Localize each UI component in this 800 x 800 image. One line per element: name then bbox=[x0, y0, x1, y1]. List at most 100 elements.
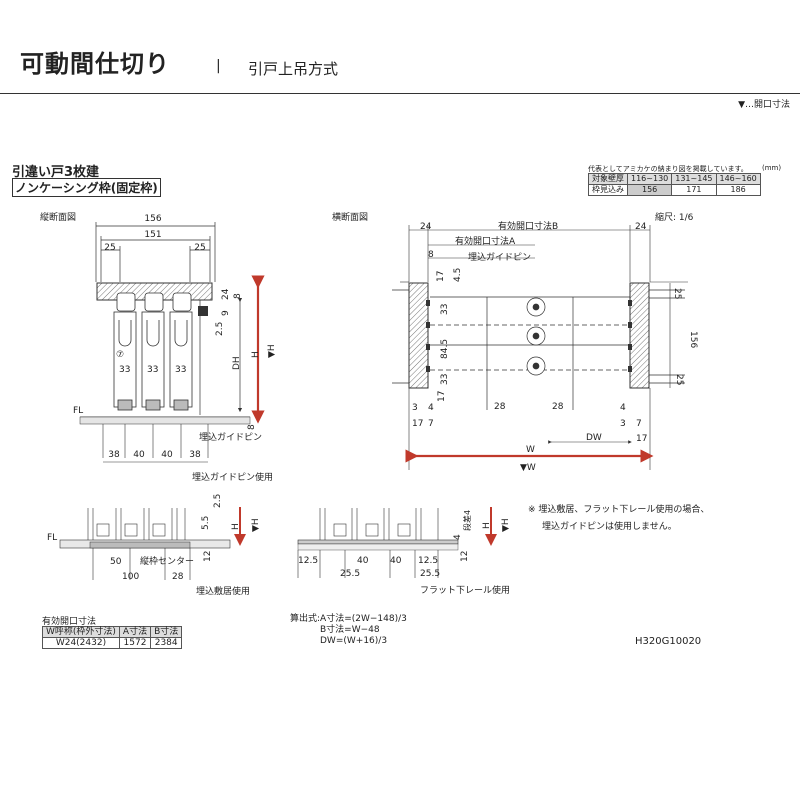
hdim-4-5: 4.5 bbox=[453, 268, 463, 282]
table-header: A寸法 bbox=[118, 626, 152, 638]
table-row: W呼称(枠外寸法) A寸法 B寸法 bbox=[42, 626, 183, 638]
dim-12: 12 bbox=[203, 551, 213, 562]
dim-vW: ▼W bbox=[520, 463, 536, 473]
table-cell: 2384 bbox=[150, 637, 183, 649]
page-subtitle: 引戸上吊方式 bbox=[248, 60, 339, 78]
dim-H: H bbox=[251, 351, 261, 358]
dim-100: 100 bbox=[122, 572, 139, 582]
dim-2-5: 2.5 bbox=[215, 322, 225, 336]
hdim-33-b: 33 bbox=[440, 374, 450, 385]
fl-label-2: FL bbox=[47, 533, 57, 543]
formula-b: B寸法=W−48 bbox=[320, 625, 380, 635]
dim-vH: ▼H bbox=[267, 344, 277, 358]
table-cell: 186 bbox=[715, 184, 761, 196]
table-cell: 171 bbox=[671, 184, 717, 196]
eff-dim-B: 有効開口寸法B bbox=[498, 220, 558, 232]
formula-dw: DW=(W+16)/3 bbox=[320, 636, 388, 646]
frame-center-label: 縦枠センター bbox=[140, 555, 194, 567]
dim-DH: DH bbox=[232, 356, 242, 370]
dim-28: 28 bbox=[172, 572, 184, 582]
guide-pin-use-caption: 埋込ガイドピン使用 bbox=[192, 471, 273, 483]
hdim-17-b: 17 bbox=[437, 391, 447, 402]
base-38-right: 38 bbox=[189, 450, 201, 460]
hdim-24-right: 24 bbox=[635, 222, 647, 232]
dim-4-flat: 4 bbox=[453, 534, 463, 540]
hdim-28-b: 28 bbox=[552, 402, 564, 412]
dim-9: 9 bbox=[221, 310, 231, 316]
formula-a: 算出式:A寸法=(2W−148)/3 bbox=[290, 614, 407, 624]
opening-table: W呼称(枠外寸法) A寸法 B寸法 W24(2432) 1572 2384 bbox=[42, 626, 183, 649]
page-title: 可動間仕切り bbox=[20, 50, 170, 78]
hdim-8: 8 bbox=[428, 250, 434, 260]
title-separator: | bbox=[216, 58, 221, 74]
dim-vH-3: ▼H bbox=[501, 518, 511, 532]
hdim-17: 17 bbox=[436, 271, 446, 282]
base-40-b: 40 bbox=[161, 450, 173, 460]
dim-2-5-b: 2.5 bbox=[213, 494, 223, 508]
table-cell: W24(2432) bbox=[42, 637, 120, 649]
base-40-a: 40 bbox=[133, 450, 145, 460]
table-row: 枠見込み 156 171 186 bbox=[588, 184, 761, 196]
drawing-code: H320G10020 bbox=[635, 636, 702, 647]
hdim-4: 4 bbox=[428, 403, 434, 413]
hdim-33-a: 33 bbox=[440, 304, 450, 315]
floor-label: FL bbox=[73, 406, 83, 416]
dim-24: 24 bbox=[221, 288, 231, 300]
dim-12-5-b: 12.5 bbox=[418, 556, 438, 566]
hdim-17-d: 17 bbox=[636, 434, 647, 444]
dim-40-b: 40 bbox=[390, 556, 402, 566]
table-header: B寸法 bbox=[150, 626, 183, 638]
dim-vH-2: ▼H bbox=[251, 518, 261, 532]
dim-W: W bbox=[526, 445, 535, 455]
note-line-2: 埋込ガイドピンは使用しません。 bbox=[542, 522, 677, 532]
notes-block: ※ 埋込敷居、フラット下レール使用の場合、 埋込ガイドピンは使用しません。 bbox=[528, 502, 709, 536]
hdim-3-b: 3 bbox=[620, 419, 626, 429]
dim-33-a: 33 bbox=[119, 365, 130, 375]
guide-pin-label: 埋込ガイドピン bbox=[199, 432, 262, 443]
note-line-1: ※ 埋込敷居、フラット下レール使用の場合、 bbox=[528, 505, 710, 515]
wall-thickness-table: 対象壁厚 116~130 131~145 146~160 枠見込み 156 17… bbox=[588, 173, 761, 196]
wall-table-unit: (mm) bbox=[762, 164, 782, 172]
dim-12-5-a: 12.5 bbox=[298, 556, 318, 566]
dim-25-right: 25 bbox=[194, 243, 205, 253]
table-header: W呼称(枠外寸法) bbox=[42, 626, 120, 638]
table-cell: 1572 bbox=[118, 637, 152, 649]
hdim-84-5: 84.5 bbox=[440, 339, 450, 359]
dim-H-2: H bbox=[231, 523, 241, 530]
dim-33-c: 33 bbox=[175, 365, 186, 375]
formula-block: 算出式:A寸法=(2W−148)/3 B寸法=W−48 DW=(W+16)/3 bbox=[290, 614, 407, 647]
vertical-section-label: 縦断面図 bbox=[40, 211, 76, 223]
legend-note: ▼…開口寸法 bbox=[738, 100, 790, 110]
hdim-4-b: 4 bbox=[620, 403, 626, 413]
pin-label: 埋込ガイドピン bbox=[468, 252, 531, 263]
dim-H-3: H bbox=[482, 522, 492, 529]
dim-7: ⑦ bbox=[116, 350, 124, 360]
hdim-7-b: 7 bbox=[636, 419, 642, 429]
eff-dim-A: 有効開口寸法A bbox=[455, 235, 516, 247]
header-rule bbox=[0, 93, 800, 94]
dim-156: 156 bbox=[144, 214, 161, 224]
hdim-25-top: 25 bbox=[672, 288, 682, 299]
dim-25-left: 25 bbox=[104, 243, 115, 253]
dim-25-5-b: 25.5 bbox=[420, 569, 440, 579]
horizontal-section-label: 横断面図 bbox=[332, 211, 368, 223]
dim-8-bottom: 8 bbox=[247, 424, 257, 430]
dim-DW: DW bbox=[586, 433, 602, 443]
table-row: 対象壁厚 116~130 131~145 146~160 bbox=[588, 173, 761, 185]
dim-25-5-a: 25.5 bbox=[340, 569, 360, 579]
hdim-17-c: 17 bbox=[412, 419, 423, 429]
step-label: 段差4 bbox=[462, 510, 472, 531]
dim-5-5: 5.5 bbox=[201, 516, 211, 530]
table-row: W24(2432) 1572 2384 bbox=[42, 637, 183, 649]
type-title: 引違い戸3枚建 bbox=[12, 165, 100, 180]
hdim-28-a: 28 bbox=[494, 402, 506, 412]
flat-rail-caption: フラット下レール使用 bbox=[420, 584, 510, 596]
dim-12-flat: 12 bbox=[460, 551, 470, 562]
dim-8: 8 bbox=[233, 293, 243, 299]
dim-33-b: 33 bbox=[147, 365, 158, 375]
scale-label: 縮尺: 1/6 bbox=[655, 211, 694, 223]
embedded-sill-caption: 埋込敷居使用 bbox=[196, 585, 250, 597]
hdim-156: 156 bbox=[688, 331, 698, 348]
hdim-3: 3 bbox=[412, 403, 418, 413]
